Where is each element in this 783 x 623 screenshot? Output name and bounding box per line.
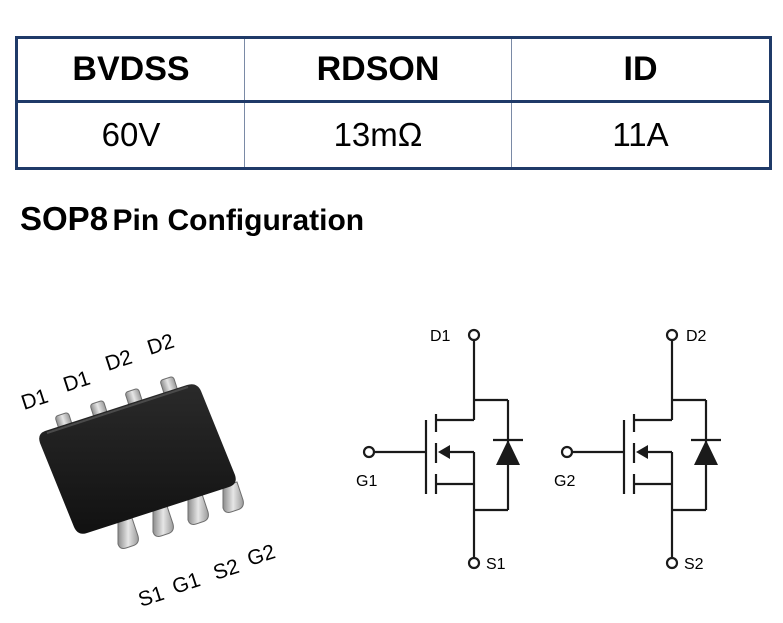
spec-value-row: 60V 13mΩ 11A [16, 101, 771, 169]
section-title-main: SOP8 [20, 200, 109, 237]
pkg-label-pin2: D1 [60, 367, 93, 397]
sop8-package [39, 376, 244, 549]
mosfet1-source-label: S1 [486, 556, 506, 573]
mosfet2-source-label: S2 [684, 556, 704, 573]
pkg-label-pin7: G1 [169, 568, 203, 599]
value-rdson: 13mΩ [244, 101, 512, 169]
pkg-label-pin6: S2 [210, 555, 242, 585]
mosfet1-body-diode [496, 440, 520, 465]
mosfet2-gate-label: G2 [554, 473, 575, 490]
value-bvdss: 60V [16, 101, 245, 169]
mosfet1-gate-label: G1 [356, 473, 377, 490]
spec-table: BVDSS RDSON ID 60V 13mΩ 11A [15, 36, 772, 170]
header-bvdss: BVDSS [16, 36, 245, 104]
pkg-label-pin8: S1 [135, 582, 167, 612]
mosfet1-drain-label: D1 [430, 328, 451, 345]
header-rdson: RDSON [244, 36, 512, 104]
pkg-label-pin4: D2 [144, 330, 177, 360]
pkg-label-pin3: D2 [102, 346, 135, 376]
section-title-rest: Pin Configuration [112, 204, 365, 237]
mosfet2-drain-label: D2 [686, 328, 707, 345]
package-body [39, 384, 236, 534]
mosfet1-body-arrow [438, 445, 450, 459]
mosfet2-body-arrow [636, 445, 648, 459]
package-bottom-leads [117, 481, 244, 549]
pkg-label-pin5: G2 [244, 540, 278, 571]
pkg-label-pin1: D1 [18, 385, 51, 415]
spec-header-row: BVDSS RDSON ID [16, 36, 771, 104]
mosfet2-body-diode [694, 440, 718, 465]
value-id: 11A [511, 101, 771, 169]
section-title: SOP8 Pin Configuration [20, 200, 364, 238]
mosfet2-schematic [560, 328, 721, 570]
header-id: ID [511, 36, 771, 104]
mosfet1-schematic [362, 328, 523, 570]
